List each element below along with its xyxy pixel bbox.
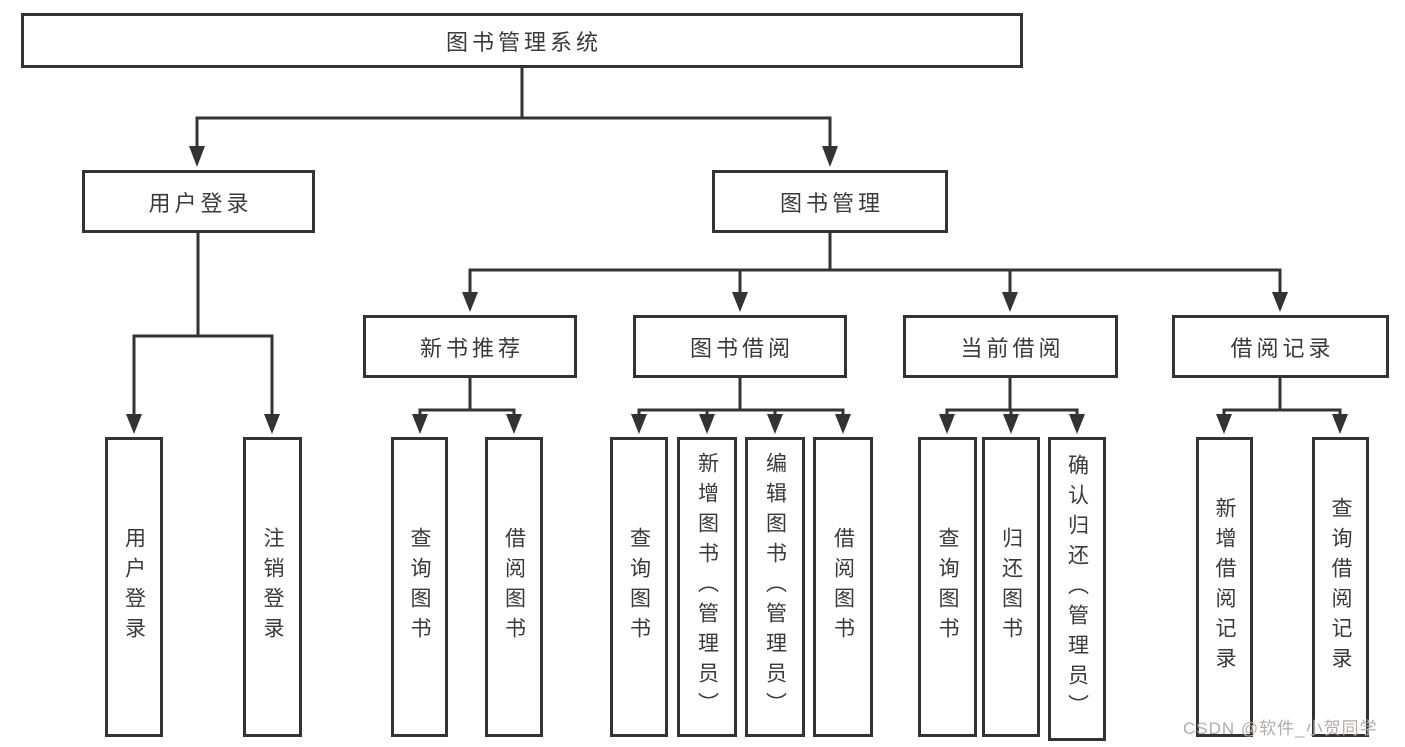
leaf-record-add-borrow-record: 新增借阅记录 [1196, 437, 1253, 737]
leaf-borrow-add-books-admin: 新增图书（管理员） [677, 437, 737, 737]
edge-root-branch [195, 116, 832, 148]
leaf-newbook-query-books: 查询图书 [391, 437, 448, 737]
csdn-watermark: CSDN @软件_小贺同学 [1183, 719, 1378, 738]
leaf-current-return-books-label: 归还图书 [999, 527, 1023, 647]
node-new-book-recommend-label: 新书推荐 [419, 335, 524, 361]
edge-newbook-branch [418, 408, 516, 416]
node-borrow-record: 借阅记录 [1172, 315, 1389, 378]
node-book-management-label: 图书管理 [779, 190, 884, 216]
edge-borrow-branch [637, 408, 845, 416]
leaf-borrow-edit-books-admin: 编辑图书（管理员） [745, 437, 805, 737]
leaf-user-login-label: 用户登录 [122, 527, 146, 647]
node-new-book-recommend: 新书推荐 [363, 315, 577, 378]
leaf-current-confirm-return-admin: 确认归还（管理员） [1048, 437, 1106, 741]
leaf-newbook-borrow-books-label: 借阅图书 [502, 527, 526, 647]
leaf-current-return-books: 归还图书 [982, 437, 1040, 737]
edge-userlogin-branch [132, 334, 274, 416]
node-book-management: 图书管理 [712, 170, 948, 233]
leaf-record-query-borrow-record: 查询借阅记录 [1312, 437, 1369, 737]
leaf-current-query-books-label: 查询图书 [936, 527, 959, 647]
node-root: 图书管理系统 [21, 13, 1023, 68]
node-current-borrow: 当前借阅 [903, 315, 1118, 378]
node-book-borrow-label: 图书借阅 [689, 335, 794, 361]
leaf-logout: 注销登录 [243, 437, 302, 737]
leaf-borrow-add-books-admin-label: 新增图书（管理员） [695, 452, 719, 722]
node-root-label: 图书管理系统 [445, 29, 602, 55]
node-user-login-label: 用户登录 [148, 190, 253, 216]
leaf-newbook-query-books-label: 查询图书 [408, 527, 431, 647]
leaf-record-query-borrow-record-label: 查询借阅记录 [1329, 497, 1352, 677]
leaf-user-login: 用户登录 [105, 437, 163, 737]
leaf-borrow-borrow-books: 借阅图书 [813, 437, 873, 737]
leaf-record-add-borrow-record-label: 新增借阅记录 [1213, 497, 1236, 677]
edge-record-branch [1222, 408, 1342, 416]
arrowheads [126, 146, 1348, 434]
leaf-logout-label: 注销登录 [261, 527, 284, 647]
node-current-borrow-label: 当前借阅 [960, 335, 1065, 361]
node-user-login: 用户登录 [82, 170, 315, 233]
leaf-borrow-query-books: 查询图书 [610, 437, 668, 737]
leaf-borrow-query-books-label: 查询图书 [627, 527, 651, 647]
edge-bookmgmt-branch [468, 268, 1282, 293]
leaf-borrow-borrow-books-label: 借阅图书 [831, 527, 855, 647]
node-book-borrow: 图书借阅 [633, 315, 847, 378]
leaf-current-confirm-return-admin-label: 确认归还（管理员） [1065, 454, 1089, 724]
leaf-newbook-borrow-books: 借阅图书 [485, 437, 543, 737]
leaf-current-query-books: 查询图书 [918, 437, 977, 737]
leaf-borrow-edit-books-admin-label: 编辑图书（管理员） [763, 452, 787, 722]
node-borrow-record-label: 借阅记录 [1230, 335, 1335, 361]
